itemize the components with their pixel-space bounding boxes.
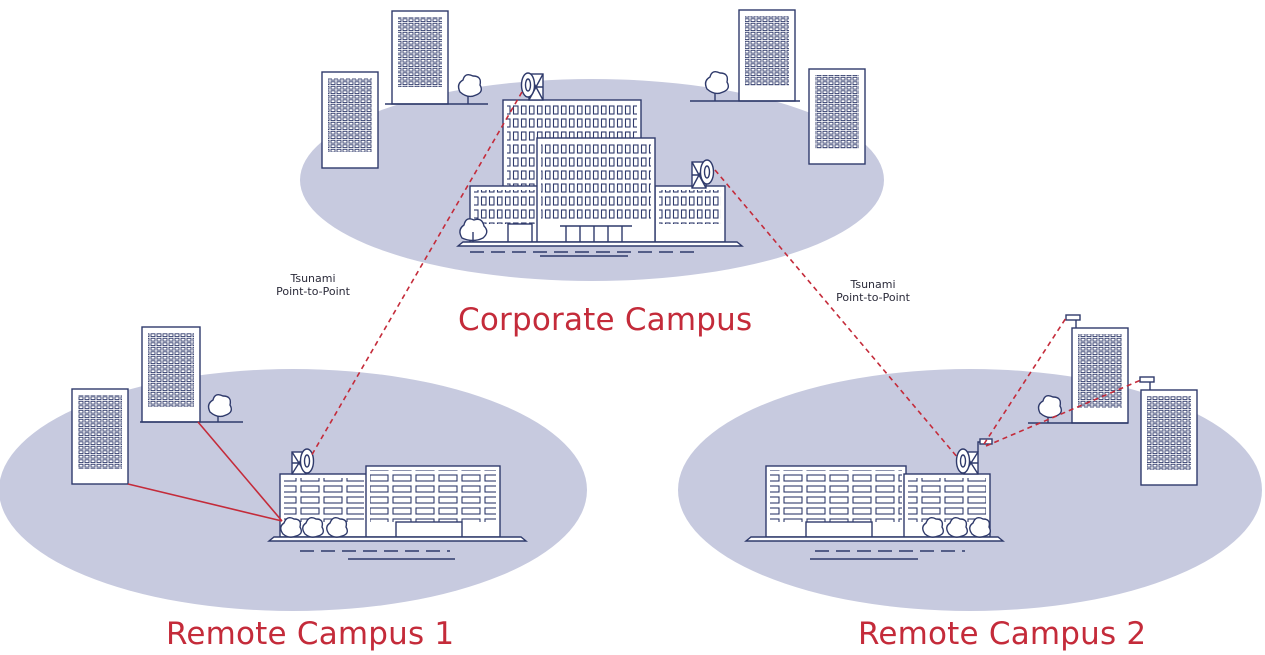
tree-icon	[326, 516, 349, 538]
building-icon	[1071, 327, 1129, 424]
tree-icon	[704, 70, 730, 101]
wired-link-building-a	[197, 421, 283, 522]
multipoint-link-tower-a	[983, 317, 1067, 445]
wireless-links	[127, 91, 1142, 522]
link-label-right: Tsunami Point-to-Point	[828, 278, 918, 304]
building-icon	[808, 68, 866, 165]
dish-antenna-icon	[299, 448, 315, 474]
remote-campus-2	[744, 314, 1198, 560]
tree-icon	[280, 516, 303, 538]
remote-campus-1	[71, 326, 528, 560]
link-label-line2: Point-to-Point	[276, 285, 350, 298]
building-icon	[1140, 389, 1198, 486]
link-label-line1: Tsunami	[290, 272, 336, 285]
link-label-left: Tsunami Point-to-Point	[268, 272, 358, 298]
building-icon	[321, 71, 379, 169]
tree-icon	[457, 73, 483, 104]
link-label-line2: Point-to-Point	[836, 291, 910, 304]
tree-icon	[922, 516, 945, 538]
wired-link-building-b	[127, 483, 283, 522]
dish-antenna-icon	[520, 72, 536, 98]
wall-mount-antenna-icon	[1139, 376, 1155, 390]
corporate-headquarters-building	[456, 99, 744, 257]
building-icon	[738, 9, 796, 102]
remote-campus-2-title: Remote Campus 2	[858, 616, 1147, 652]
tree-icon	[207, 393, 233, 422]
building-icon	[391, 10, 449, 105]
dish-antenna-icon	[955, 448, 971, 474]
tree-icon	[969, 516, 992, 538]
tree-icon	[459, 218, 488, 242]
remote-campus-2-building	[744, 465, 1005, 560]
dish-antenna-icon	[699, 159, 715, 185]
wall-mount-antenna-icon	[1065, 314, 1081, 328]
corporate-campus-title: Corporate Campus	[458, 302, 753, 338]
building-icon	[71, 388, 129, 485]
corporate-campus	[321, 9, 866, 257]
point-to-point-link-remote-1	[309, 91, 523, 459]
tree-icon	[946, 516, 969, 538]
tree-icon	[302, 516, 325, 538]
remote-campus-1-title: Remote Campus 1	[166, 616, 455, 652]
multipoint-link-tower-b	[985, 379, 1142, 447]
building-icon	[141, 326, 201, 423]
link-label-line1: Tsunami	[850, 278, 896, 291]
